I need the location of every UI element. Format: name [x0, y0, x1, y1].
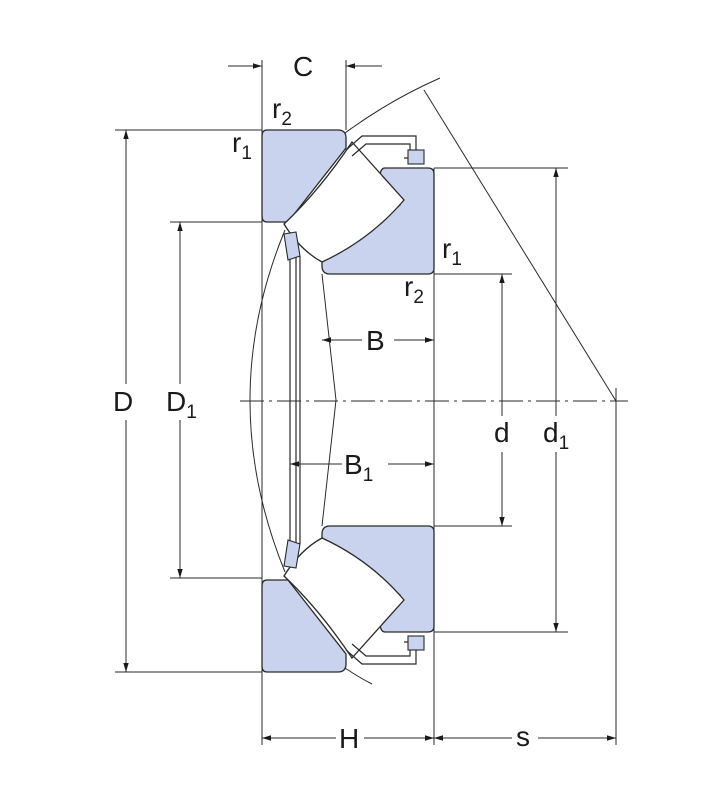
cage-lip-top [407, 149, 425, 165]
label-r2-right: r2 [404, 271, 424, 308]
sphere-arc-left [249, 229, 286, 573]
label-r1-top: r1 [232, 127, 252, 164]
roller-top [283, 140, 405, 263]
cage-top-inner [351, 143, 411, 157]
housing-washer-bottom [261, 579, 347, 673]
housing-washer-top [261, 129, 347, 223]
label-r1-right: r1 [442, 233, 462, 270]
label-C: C [293, 51, 313, 82]
shaft-washer-bore-profile [321, 273, 337, 527]
cage-bottom-inner [351, 643, 411, 657]
cage-lip-bottom [407, 635, 425, 651]
label-d: d [494, 417, 510, 448]
label-H: H [339, 723, 359, 754]
sphere-arc-top [344, 77, 441, 134]
label-B: B [366, 325, 385, 356]
sphere-arc-bottom [344, 667, 373, 685]
label-s: s [516, 721, 530, 752]
cage-sleeve-bottom-lip [283, 539, 301, 569]
label-B1: B1 [344, 449, 373, 486]
label-d1: d1 [543, 417, 569, 454]
roller-bottom [283, 537, 405, 660]
label-r2-top: r2 [272, 93, 292, 130]
label-D: D [113, 386, 133, 417]
pressure-angle-line [423, 89, 617, 402]
cage-sleeve-top-lip [283, 231, 301, 261]
label-D1: D1 [166, 386, 197, 423]
